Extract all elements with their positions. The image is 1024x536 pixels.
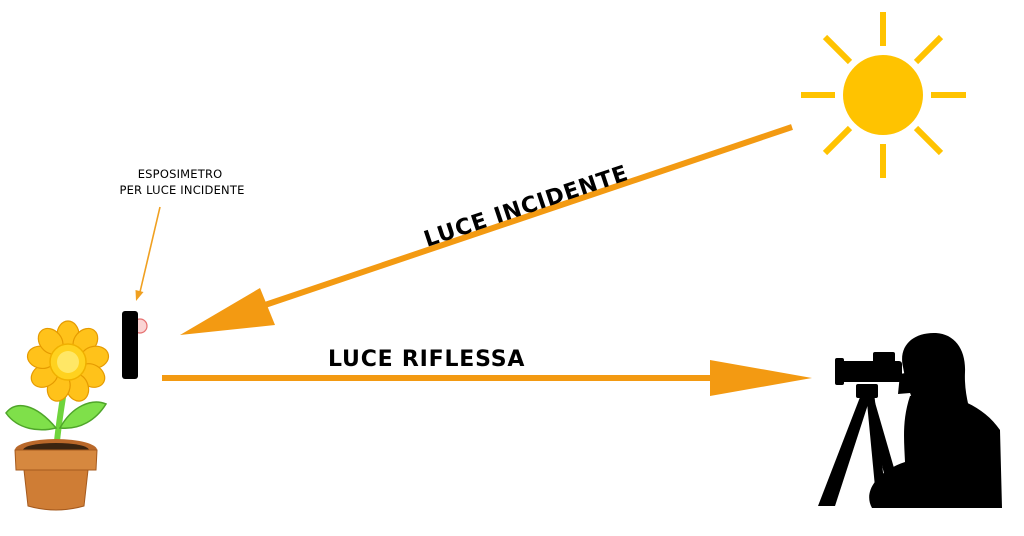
photographer-silhouette-icon	[818, 332, 1002, 508]
meter-pointer	[135, 206, 161, 301]
meter-caption-line1: ESPOSIMETRO	[138, 167, 223, 181]
reflected-light-arrow	[162, 360, 812, 396]
reflected-light-label: LUCE RIFLESSA	[328, 347, 525, 372]
sun-icon	[801, 12, 966, 178]
incident-light-arrow	[180, 124, 793, 335]
incident-light-label: LUCE INCIDENTE	[421, 161, 632, 253]
sun-disc	[843, 55, 923, 135]
meter-caption-line2: PER LUCE INCIDENTE	[119, 183, 244, 197]
flower-pot-icon	[5, 320, 110, 511]
sun-rays	[801, 12, 966, 178]
light-meter-icon	[122, 311, 148, 379]
meter-caption: ESPOSIMETRO PER LUCE INCIDENTE	[119, 167, 244, 197]
